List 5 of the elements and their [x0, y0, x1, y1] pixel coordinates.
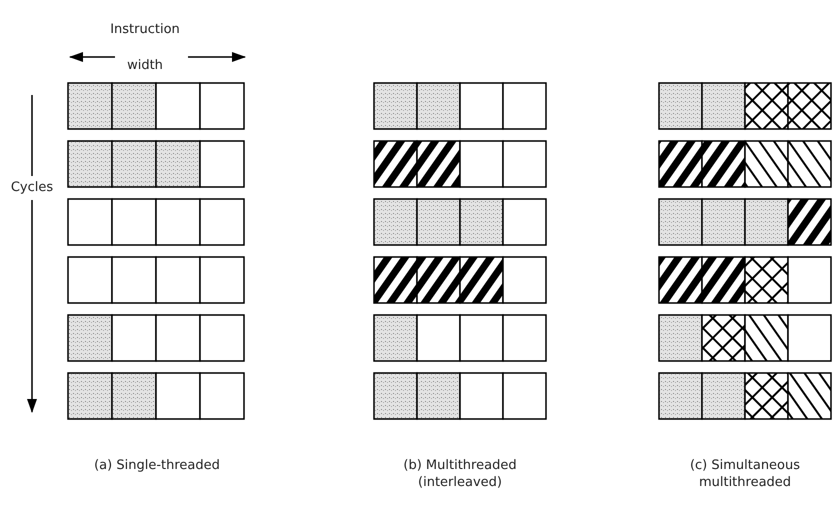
panel-caption: (b) Multithreaded (interleaved) — [402, 457, 518, 491]
panel-caption: (c) Simultaneous multithreaded — [688, 457, 802, 491]
axis-label: Instruction width — [110, 21, 180, 75]
panel-caption: (a) Single-threaded — [93, 457, 221, 474]
axis-label: Cycles — [10, 179, 54, 196]
